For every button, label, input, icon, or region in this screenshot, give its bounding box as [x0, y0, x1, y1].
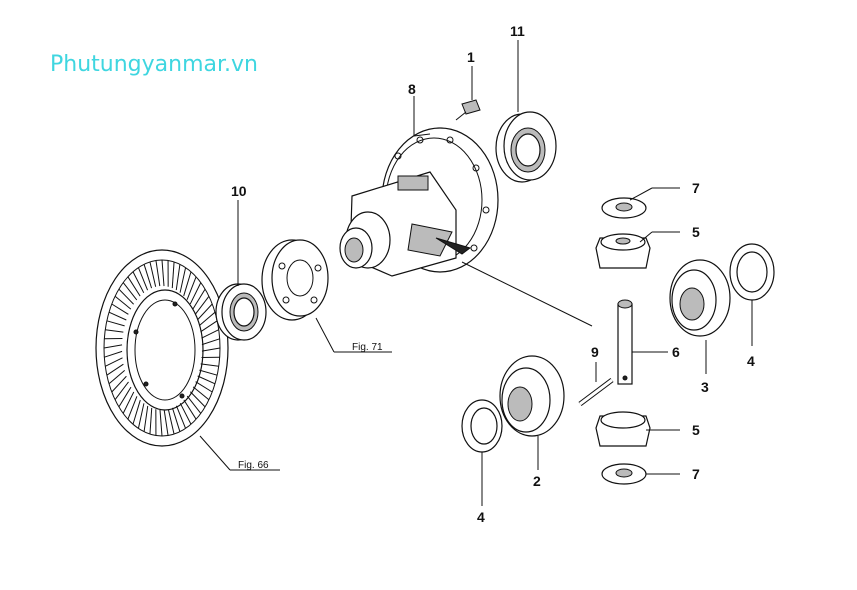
- gear-tooth: [201, 338, 220, 346]
- gear-tooth: [186, 395, 202, 414]
- thrust-washer-4-left: [461, 399, 503, 453]
- callout-9: 9: [591, 344, 599, 360]
- gear-tooth: [132, 271, 145, 294]
- gear-tooth: [108, 311, 127, 321]
- gear-tooth: [127, 396, 138, 420]
- differential-case: [339, 127, 499, 277]
- gear-tooth: [167, 409, 175, 435]
- gear-tooth: [118, 386, 132, 408]
- gear-tooth: [192, 288, 206, 310]
- gear-tooth: [175, 405, 187, 429]
- leader-arrow: [435, 237, 472, 255]
- gear-tooth: [201, 347, 221, 352]
- gear-tooth: [197, 375, 216, 385]
- thrust-washer-4-right: [729, 243, 775, 301]
- ring-gear: [95, 249, 229, 447]
- callout-1: 1: [467, 49, 475, 65]
- gear-tooth: [118, 288, 135, 305]
- callout-7-bottom: 7: [692, 466, 700, 482]
- gear-tooth: [200, 363, 219, 367]
- callout-3: 3: [701, 379, 709, 395]
- gear-tooth: [105, 357, 123, 367]
- callout-10: 10: [231, 183, 247, 199]
- gear-tooth: [132, 399, 141, 425]
- gear-tooth: [198, 311, 216, 327]
- pinion-gear-5-bottom: [595, 411, 651, 447]
- gear-tooth: [122, 391, 135, 414]
- bolt-1: [455, 99, 481, 121]
- gear-tooth: [179, 402, 192, 425]
- gear-tooth: [195, 295, 210, 315]
- gear-tooth: [183, 271, 192, 297]
- callout-4-right: 4: [747, 353, 755, 369]
- gear-tooth: [122, 282, 138, 301]
- gear-tooth: [171, 407, 181, 432]
- watermark-text: Phutungyanmar.vn: [50, 52, 258, 77]
- gear-tooth: [192, 386, 210, 401]
- gear-tooth: [127, 276, 141, 297]
- gear-tooth: [183, 399, 197, 420]
- gear-tooth: [111, 303, 129, 315]
- pinion-gear-5-top: [595, 233, 651, 269]
- gear-tooth: [104, 350, 123, 358]
- gear-tooth: [186, 276, 197, 300]
- gear-tooth: [106, 320, 125, 327]
- side-gear-3: [669, 259, 731, 337]
- callout-2: 2: [533, 473, 541, 489]
- gear-tooth: [155, 260, 161, 287]
- washer-7-bottom-hole: [615, 468, 633, 478]
- gear-tooth: [143, 405, 149, 432]
- gear-tooth: [189, 391, 206, 408]
- gear-tooth: [175, 264, 181, 291]
- gear-tooth: [163, 409, 169, 436]
- gear-tooth: [106, 363, 124, 376]
- callout-5-bottom: 5: [692, 422, 700, 438]
- bearing-11: [495, 111, 557, 183]
- gear-tooth: [200, 320, 218, 333]
- gear-tooth: [143, 264, 153, 289]
- gear-tooth: [111, 375, 127, 393]
- gear-tooth: [114, 381, 129, 401]
- gear-tooth: [137, 403, 145, 429]
- gear-tooth: [171, 261, 175, 289]
- figure-ref-71: Fig. 71: [352, 342, 383, 353]
- gear-tooth: [105, 329, 124, 333]
- gear-tooth: [179, 267, 187, 293]
- gear-tooth: [195, 381, 213, 393]
- gear-tooth: [137, 267, 149, 291]
- side-gear-2: [499, 355, 565, 437]
- gear-tooth: [108, 369, 126, 385]
- gear-tooth: [199, 369, 218, 376]
- gear-tooth: [103, 344, 123, 349]
- leader-lines: [199, 40, 753, 506]
- gear-tooth: [161, 259, 165, 287]
- callout-6: 6: [672, 344, 680, 360]
- gear-tooth: [149, 261, 157, 287]
- callout-4-left: 4: [477, 509, 485, 525]
- gear-tooth: [197, 303, 213, 321]
- gear-tooth: [189, 282, 202, 305]
- washer-7-top-hole: [615, 202, 633, 212]
- callout-11: 11: [510, 23, 525, 39]
- gear-tooth: [159, 409, 163, 437]
- figure-ref-66: Fig. 66: [238, 460, 269, 471]
- bearing-10: [215, 283, 267, 341]
- gear-tooth: [149, 407, 153, 435]
- gear-tooth: [114, 295, 132, 310]
- pinion-shaft-6: [617, 299, 633, 385]
- callout-7-top: 7: [692, 180, 700, 196]
- callout-5-top: 5: [692, 224, 700, 240]
- gear-tooth: [201, 329, 219, 339]
- lock-pin-9-inner: [579, 378, 613, 406]
- side-flange: [261, 239, 329, 321]
- callout-8: 8: [408, 81, 416, 97]
